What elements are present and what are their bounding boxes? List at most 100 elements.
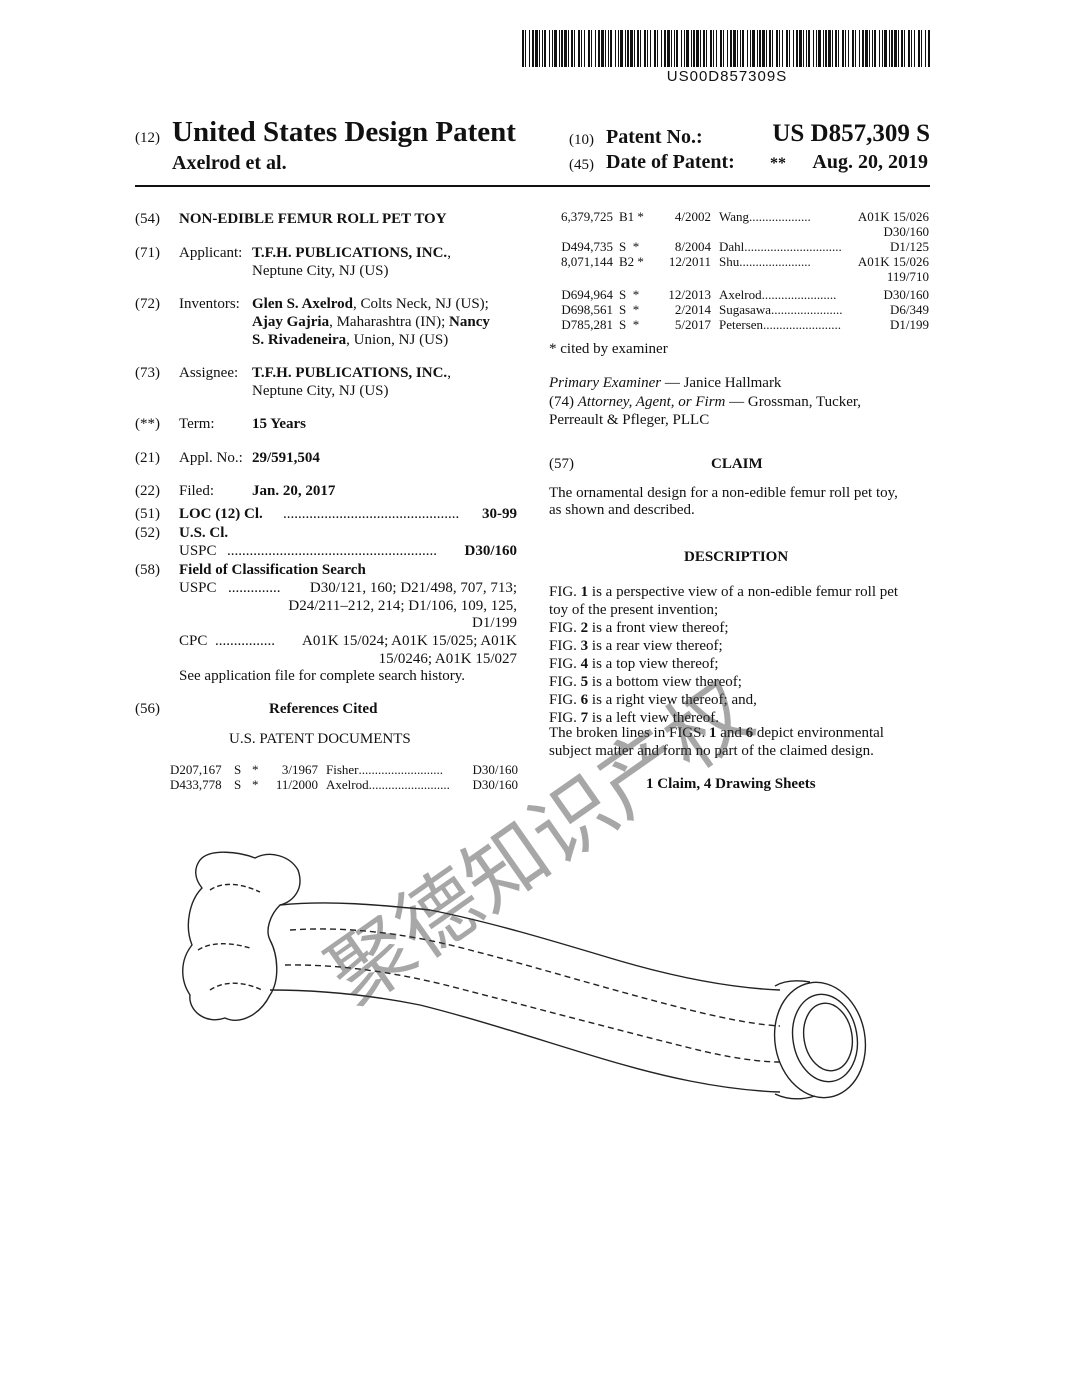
inventor-3-loc: , Union, NJ (US) — [346, 332, 449, 348]
assignee-name: T.F.H. PUBLICATIONS, INC., — [252, 364, 451, 382]
assignee-location: Neptune City, NJ (US) — [252, 383, 389, 399]
description-line: FIG. 1 is a perspective view of a non-ed… — [549, 583, 934, 601]
barcode-bar — [752, 30, 755, 67]
appl-no-label: Appl. No.: — [179, 450, 243, 466]
barcode-bar — [650, 30, 651, 67]
ref-name: Axelrod — [719, 287, 762, 302]
barcode-bar — [568, 30, 569, 67]
field-uspc-1: D30/121, 160; D21/498, 707, 713; — [309, 580, 517, 596]
barcode-bar — [542, 30, 543, 67]
barcode-bar — [882, 30, 883, 67]
barcode-bar — [904, 30, 905, 67]
ref-class: D1/125 — [890, 239, 929, 254]
desc-fig-number: 2 — [580, 620, 589, 636]
desc-post: is a right view thereof; and, — [588, 692, 757, 708]
ref-date: 12/2011 — [668, 254, 711, 269]
ref-star: * — [252, 777, 259, 792]
ref-class: A01K 15/026 — [857, 209, 929, 224]
barcode-bar — [825, 30, 827, 67]
field-cpc-1: A01K 15/024; A01K 15/025; A01K — [301, 633, 517, 649]
femur-shaft-line — [289, 928, 781, 1027]
barcode-bar — [605, 30, 606, 67]
barcode — [522, 30, 930, 67]
barcode-bar — [852, 30, 854, 67]
ref-class: D6/349 — [890, 302, 929, 317]
description-line: FIG. 2 is a front view thereof; — [549, 619, 934, 637]
barcode-bar — [832, 30, 833, 67]
barcode-bar — [845, 30, 846, 67]
ref-dots: .......................... — [358, 762, 444, 777]
barcode-bar — [799, 30, 802, 67]
barcode-bar — [716, 30, 717, 67]
barcode-bar — [816, 30, 817, 67]
field-cpc-dots: ................ — [215, 633, 275, 649]
barcode-bar — [588, 30, 590, 67]
barcode-bar — [779, 30, 780, 67]
femur-roll-drawing — [182, 851, 867, 1100]
description-line: FIG. 7 is a left view thereof. — [549, 709, 934, 727]
barcode-bar — [591, 30, 592, 67]
description-heading: DESCRIPTION — [684, 549, 789, 565]
date-mark: ** — [770, 155, 786, 172]
barcode-bar — [684, 30, 685, 67]
desc-pre: FIG. — [549, 620, 581, 636]
barcode-bar — [671, 30, 672, 67]
inventor-2: Ajay Gajria — [252, 314, 330, 330]
barcode-bar — [564, 30, 567, 67]
description-line: FIG. 3 is a rear view thereof; — [549, 637, 934, 655]
ref-number: D207,167 — [170, 762, 222, 777]
barcode-bar — [757, 30, 758, 67]
barcode-bar — [762, 30, 765, 67]
barcode-bar — [640, 30, 641, 67]
barcode-bar — [786, 30, 788, 67]
attorney-firm-2: Perreault & Pfleger, PLLC — [549, 412, 710, 428]
barcode-bar — [742, 30, 744, 67]
barcode-bar — [696, 30, 699, 67]
examiner-name: — Janice Hallmark — [664, 375, 782, 391]
barcode-bar — [879, 30, 880, 67]
barcode-bar — [928, 30, 930, 67]
barcode-bar — [584, 30, 585, 67]
desc-pre: FIG. — [549, 584, 581, 600]
barcode-bar — [618, 30, 619, 67]
patent-date: Aug. 20, 2019 — [812, 151, 928, 173]
femur-shaft-top — [279, 902, 781, 991]
femur-shaft-line — [284, 964, 781, 1063]
barcode-bar — [630, 30, 633, 67]
cited-note: * cited by examiner — [549, 341, 668, 357]
broken-text-e: depict environmental — [753, 725, 884, 741]
desc-post: is a top view thereof; — [588, 656, 719, 672]
ref-dots: ....................... — [761, 287, 837, 302]
barcode-bar — [674, 30, 675, 67]
us-cl-value: D30/160 — [464, 543, 518, 559]
ref-dots: ...................... — [739, 254, 811, 269]
f57-tag: (57) — [549, 456, 574, 472]
ref-date: 12/2013 — [668, 287, 711, 302]
description-line: FIG. 6 is a right view thereof; and, — [549, 691, 934, 709]
barcode-bar — [782, 30, 783, 67]
ref-name: Wang — [719, 209, 749, 224]
desc-pre: FIG. — [549, 710, 581, 726]
barcode-bar — [552, 30, 553, 67]
femur-head-outline — [182, 851, 301, 1021]
f22-tag: (22) — [135, 483, 160, 499]
barcode-bar — [901, 30, 903, 67]
barcode-bar — [601, 30, 604, 67]
barcode-bar — [889, 30, 890, 67]
broken-lines-1: The broken lines in FIGS. 1 and 6 depict… — [549, 724, 884, 742]
barcode-bar — [855, 30, 856, 67]
barcode-bar — [865, 30, 868, 67]
barcode-bar — [750, 30, 751, 67]
ref-kind: S * — [619, 287, 640, 302]
barcode-bar — [676, 30, 678, 67]
barcode-bar — [813, 30, 814, 67]
applicant-name-text: T.F.H. PUBLICATIONS, INC. — [252, 245, 448, 261]
filed-label: Filed: — [179, 483, 215, 499]
assignee-comma: , — [447, 365, 451, 381]
description-line: FIG. 5 is a bottom view thereof; — [549, 673, 934, 691]
